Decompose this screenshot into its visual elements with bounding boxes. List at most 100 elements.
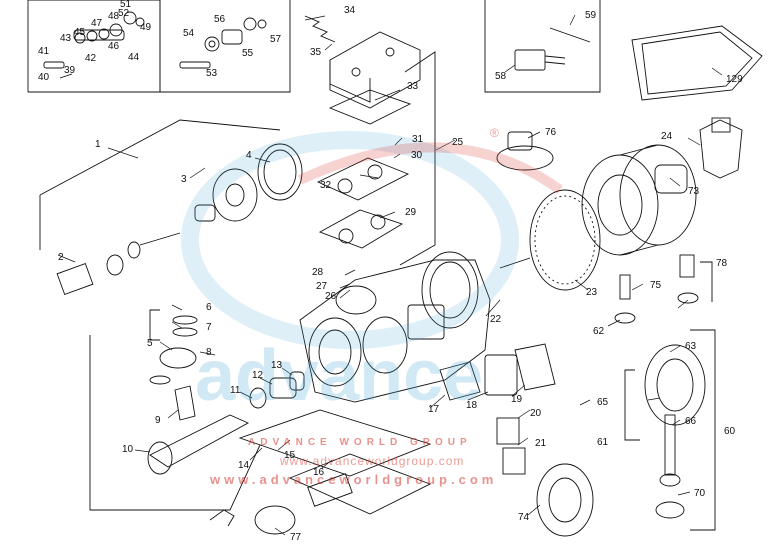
rotor-73 bbox=[654, 164, 688, 194]
cylinder-head bbox=[329, 31, 421, 109]
valve-75 bbox=[614, 274, 636, 324]
callout-8: 8 bbox=[206, 347, 212, 358]
stator-gasket bbox=[529, 189, 601, 291]
watermark-swoosh-red bbox=[297, 142, 563, 195]
callout-labels: 1 2 3 4 5 6 7 8 9 10 11 12 13 14 15 16 1… bbox=[38, 0, 743, 543]
callout-13: 13 bbox=[271, 360, 283, 371]
callout-48: 48 bbox=[108, 11, 120, 22]
valve-78 bbox=[677, 254, 713, 304]
callout-2: 2 bbox=[58, 252, 64, 263]
callout-15: 15 bbox=[284, 450, 296, 461]
callout-35: 35 bbox=[310, 47, 322, 58]
callout-54: 54 bbox=[183, 28, 195, 39]
callout-26: 26 bbox=[325, 291, 337, 302]
callout-12: 12 bbox=[252, 370, 264, 381]
callout-29: 29 bbox=[405, 207, 417, 218]
callout-57: 57 bbox=[270, 34, 282, 45]
terminal-cover-19 bbox=[514, 343, 556, 391]
inset-box-terminal-parts bbox=[484, 0, 601, 93]
plate-21 bbox=[502, 447, 526, 475]
callout-1: 1 bbox=[95, 139, 101, 150]
crankshaft-10 bbox=[147, 414, 250, 475]
gasket-29 bbox=[318, 209, 404, 249]
callout-28: 28 bbox=[312, 267, 324, 278]
callout-16: 16 bbox=[313, 467, 325, 478]
leader-lines bbox=[57, 14, 723, 536]
spring-34 bbox=[304, 15, 336, 43]
motor-stator bbox=[581, 144, 697, 256]
callout-10: 10 bbox=[122, 444, 134, 455]
coil-76 bbox=[496, 131, 554, 171]
callout-51: 51 bbox=[120, 0, 132, 10]
callout-62a: 62 bbox=[593, 326, 605, 337]
valve-plate bbox=[316, 157, 410, 201]
callout-44: 44 bbox=[128, 52, 140, 63]
callout-66: 66 bbox=[685, 416, 697, 427]
group-25-bracket bbox=[399, 51, 436, 266]
gasket-set bbox=[631, 25, 763, 101]
callout-52: 52 bbox=[118, 8, 130, 19]
callout-5: 5 bbox=[147, 338, 153, 349]
callout-75: 75 bbox=[650, 280, 662, 291]
callout-24: 24 bbox=[661, 131, 673, 142]
bearing-housing bbox=[194, 143, 303, 222]
watermark-registered-mark: ® bbox=[490, 126, 500, 140]
callout-18: 18 bbox=[466, 400, 478, 411]
inset-box-shaft-seal bbox=[159, 0, 291, 93]
callout-17: 17 bbox=[428, 404, 440, 415]
tool-77 bbox=[209, 505, 296, 535]
callout-56: 56 bbox=[214, 14, 226, 25]
rotor-shaft-22 bbox=[499, 257, 531, 269]
callout-14: 14 bbox=[238, 460, 250, 471]
callout-129: 129 bbox=[726, 74, 743, 85]
callout-49: 49 bbox=[140, 22, 152, 33]
callout-25: 25 bbox=[452, 137, 464, 148]
callout-43: 43 bbox=[60, 33, 72, 44]
bearings-11-13 bbox=[249, 371, 305, 409]
callout-74: 74 bbox=[518, 512, 530, 523]
head-gasket bbox=[328, 89, 412, 125]
callout-7: 7 bbox=[206, 322, 212, 333]
callout-31: 31 bbox=[412, 134, 424, 145]
suction-valve-24 bbox=[699, 117, 743, 179]
valve-screws-group bbox=[43, 11, 145, 79]
callout-46: 46 bbox=[108, 41, 120, 52]
callout-47: 47 bbox=[91, 18, 103, 29]
callout-78: 78 bbox=[716, 258, 728, 269]
terminal-gasket-17 bbox=[439, 361, 481, 401]
watermark-company: ADVANCE WORLD GROUP bbox=[248, 437, 472, 448]
callout-42a: 42 bbox=[85, 53, 97, 64]
terminal-box-group bbox=[514, 27, 591, 71]
group-1-bracket bbox=[39, 119, 281, 250]
valve-stem-66 bbox=[655, 414, 685, 519]
callout-19: 19 bbox=[511, 394, 523, 405]
oil-pump-assembly bbox=[56, 232, 181, 296]
bottom-gasket-15 bbox=[238, 409, 432, 477]
callout-73: 73 bbox=[688, 186, 700, 197]
callout-11: 11 bbox=[230, 385, 241, 396]
callout-32: 32 bbox=[320, 180, 332, 191]
callout-65: 65 bbox=[597, 397, 609, 408]
callout-53: 53 bbox=[206, 68, 218, 79]
terminal-plate-18 bbox=[484, 354, 518, 396]
watermark: advance ® ADVANCE WORLD GROUP www.advanc… bbox=[181, 126, 563, 487]
callout-60: 60 bbox=[724, 426, 736, 437]
callout-59: 59 bbox=[585, 10, 597, 21]
callout-77: 77 bbox=[290, 532, 302, 543]
callout-70: 70 bbox=[694, 488, 706, 499]
watermark-url-large: www.advanceworldgroup.com bbox=[209, 472, 497, 487]
callout-9: 9 bbox=[155, 415, 161, 426]
callout-34: 34 bbox=[344, 5, 356, 16]
watermark-url-small: www.advanceworldgroup.com bbox=[279, 454, 464, 468]
connecting-rod-9 bbox=[174, 385, 196, 421]
crankcase-body bbox=[299, 251, 491, 403]
callout-41: 41 bbox=[38, 46, 50, 57]
callout-61: 61 bbox=[597, 437, 609, 448]
oil-pump-cover-right bbox=[644, 344, 706, 426]
callout-40: 40 bbox=[38, 72, 50, 83]
callout-39: 39 bbox=[64, 65, 76, 76]
callout-23: 23 bbox=[586, 287, 598, 298]
group-61-bracket bbox=[624, 369, 640, 441]
